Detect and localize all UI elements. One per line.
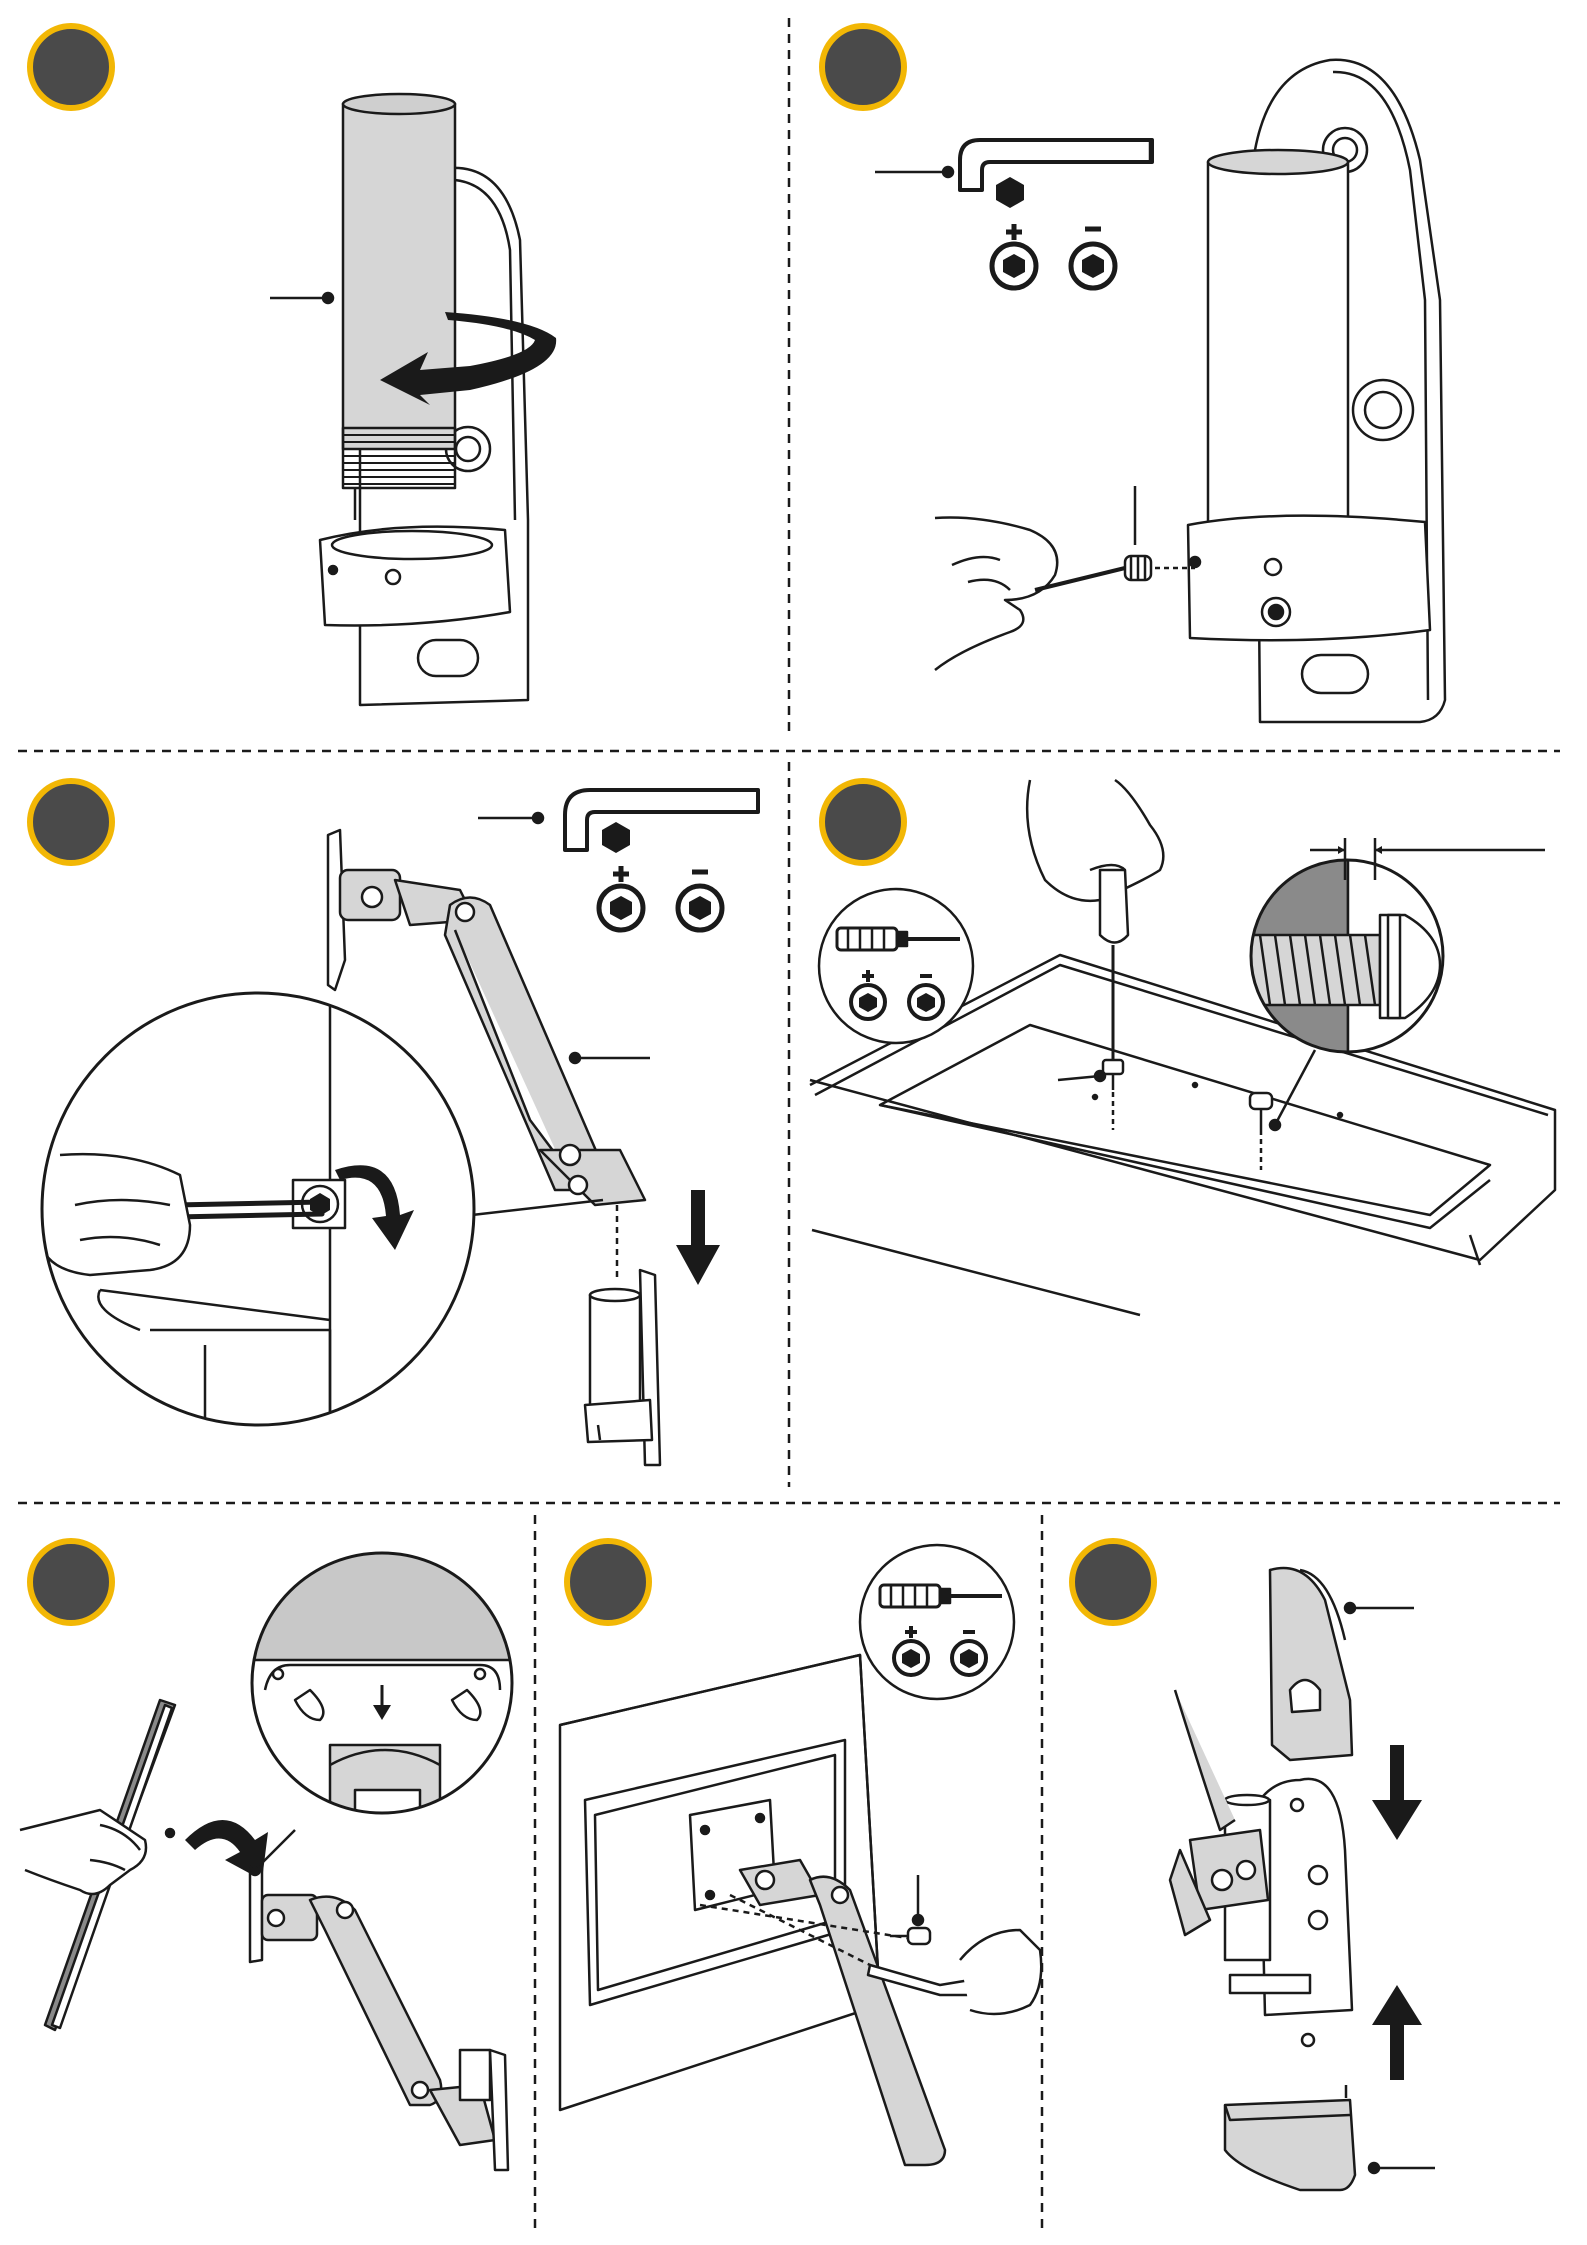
step-badge-1 bbox=[30, 26, 112, 108]
zoom-circle bbox=[250, 1550, 520, 1825]
tool-circle bbox=[860, 1545, 1014, 1699]
step-badge-3 bbox=[30, 781, 112, 863]
step-4-panel bbox=[810, 780, 1555, 1315]
step-badge-2 bbox=[822, 26, 904, 108]
hex-key-icon bbox=[960, 140, 1152, 190]
set-screw bbox=[1125, 556, 1151, 580]
step-badge-7 bbox=[1072, 1541, 1154, 1623]
post-top bbox=[343, 94, 455, 114]
step-5-panel bbox=[20, 1550, 520, 2170]
step-1-panel bbox=[270, 94, 556, 705]
screw-thread bbox=[1250, 935, 1380, 1005]
post bbox=[1208, 162, 1348, 542]
down-arrow-icon bbox=[676, 1190, 720, 1285]
loosen-icon bbox=[678, 872, 722, 930]
step-badge-4 bbox=[822, 781, 904, 863]
hex-key-icon bbox=[565, 790, 758, 850]
hand bbox=[1027, 780, 1163, 901]
hand bbox=[40, 1154, 190, 1275]
step-6-panel bbox=[560, 1545, 1041, 2165]
hex-size-icon bbox=[602, 822, 630, 853]
down-arrow-icon bbox=[1372, 1745, 1422, 1840]
loosen-icon bbox=[1071, 229, 1115, 288]
step-badge-5 bbox=[30, 1541, 112, 1623]
wall-bracket bbox=[1225, 1779, 1352, 2046]
hex-size-icon bbox=[996, 177, 1024, 208]
hand bbox=[935, 518, 1057, 671]
step-3-panel bbox=[40, 790, 758, 1465]
small-post-bracket bbox=[585, 1270, 660, 1465]
bottom-cover bbox=[1225, 2100, 1355, 2190]
step-badge-6 bbox=[567, 1541, 649, 1623]
top-cover bbox=[1270, 1568, 1352, 1760]
arm bbox=[250, 1868, 508, 2170]
hand bbox=[960, 1930, 1041, 2014]
step-7-panel bbox=[1170, 1568, 1435, 2190]
tighten-icon bbox=[992, 224, 1036, 288]
tool-circle bbox=[819, 889, 973, 1043]
post bbox=[343, 104, 455, 449]
tighten-icon bbox=[599, 866, 643, 930]
post-collar bbox=[1188, 516, 1430, 641]
up-arrow-icon bbox=[1372, 1985, 1422, 2080]
step-2-panel bbox=[875, 60, 1445, 722]
zoom-circle bbox=[40, 990, 480, 1430]
screw bbox=[890, 1928, 930, 1944]
